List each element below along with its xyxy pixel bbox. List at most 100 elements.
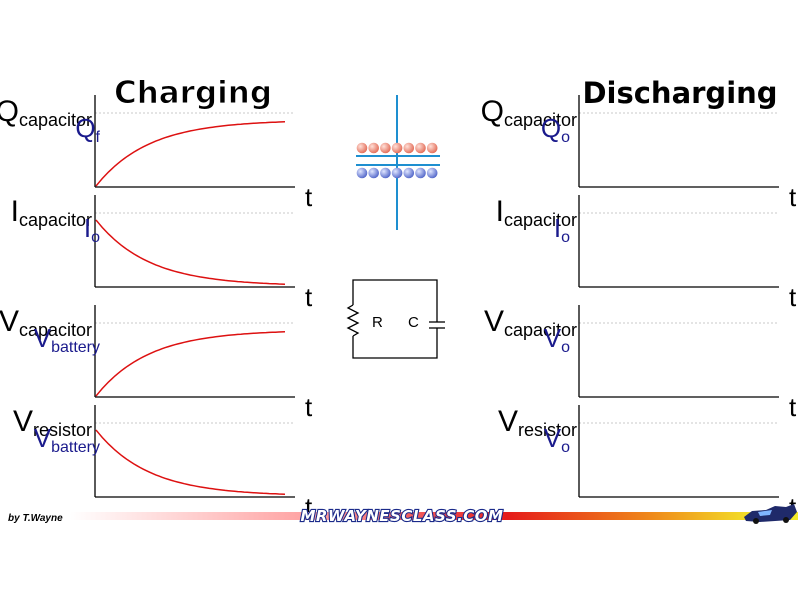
charging-vc-marker-sub: battery [51, 339, 100, 356]
negative-charge [415, 167, 426, 179]
charging-q-marker-main: Q [75, 113, 95, 143]
discharging-q-marker-main: Q [541, 113, 561, 143]
discharging-i-marker: Io [554, 213, 570, 246]
charging-i-ylabel-main: I [11, 195, 19, 228]
charging-title: Charging [114, 75, 272, 111]
negative-charge [356, 167, 368, 179]
discharging-vr-ylabel: Vresistor [498, 405, 577, 440]
charging-vr-ylabel-sub: resistor [33, 420, 92, 440]
charging-i-ylabel: Icapacitor [11, 195, 92, 230]
charging-vr-curve [95, 429, 286, 495]
charging-i-t-label: t [305, 282, 313, 312]
negative-charge [391, 167, 403, 179]
discharging-i-ylabel-sub: capacitor [504, 210, 577, 230]
discharging-q-ylabel: Qcapacitor [481, 95, 577, 130]
author-credit: by T.Wayne [8, 513, 63, 524]
discharging-i-ylabel: Icapacitor [496, 195, 577, 230]
discharging-vc-marker-sub: o [561, 339, 570, 356]
charging-i-curve [95, 219, 286, 285]
charging-vr-ylabel-main: V [13, 405, 33, 438]
negative-charge [403, 167, 415, 179]
charging-q-ylabel-sub: capacitor [19, 110, 92, 130]
discharging-vr-ylabel-sub: resistor [518, 420, 577, 440]
discharging-vr-marker-main: V [544, 423, 562, 453]
positive-charge [380, 142, 391, 154]
charging-q-t-label: t [305, 182, 313, 212]
charging-vc-curve [95, 331, 286, 397]
discharging-q-marker-sub: o [561, 129, 570, 146]
charging-vc-marker-main: V [34, 323, 52, 353]
charging-vr-marker: Vbattery [34, 423, 100, 456]
discharging-graphs: tQcapacitorQotIcapacitorIotVcapacitorVot… [481, 95, 797, 522]
discharging-i-marker-sub: o [561, 229, 570, 246]
resistor-symbol [346, 304, 360, 337]
circuit-bottom-wire [352, 328, 438, 359]
discharging-q-ylabel-main: Q [481, 95, 504, 128]
discharging-i-t-label: t [789, 282, 797, 312]
discharging-vc-ylabel: Vcapacitor [484, 305, 577, 340]
positive-charge [415, 142, 426, 154]
charging-vr-marker-sub: battery [51, 439, 100, 456]
positive-charges [356, 142, 438, 154]
discharging-i-ylabel-main: I [496, 195, 504, 228]
negative-charge [380, 167, 391, 179]
discharging-vc-marker: Vo [544, 323, 570, 356]
charging-q-marker: Qf [75, 113, 100, 146]
discharging-vc-ylabel-main: V [484, 305, 504, 338]
resistor-label: R [372, 314, 383, 331]
capacitor-label: C [408, 314, 419, 331]
positive-charge [426, 142, 438, 154]
discharging-title: Discharging [582, 76, 777, 110]
discharging-q-marker: Qo [541, 113, 570, 146]
charging-i-marker-sub: o [91, 229, 100, 246]
charging-q-ylabel: Qcapacitor [0, 95, 92, 130]
positive-charge [356, 142, 368, 154]
charging-q-curve [95, 121, 286, 187]
positive-charge [368, 142, 380, 154]
negative-charge [368, 167, 380, 179]
positive-charge [391, 142, 403, 154]
race-car-icon [744, 504, 797, 524]
footer-gradient-bar [70, 512, 798, 520]
site-name: MRWAYNESCLASS.COM [301, 507, 504, 525]
charging-vr-marker-main: V [34, 423, 52, 453]
circuit-top-wire [352, 279, 438, 322]
charging-vc-ylabel: Vcapacitor [0, 305, 92, 340]
discharging-q-t-label: t [789, 182, 797, 212]
charging-i-marker: Io [84, 213, 100, 246]
charging-i-marker-main: I [84, 213, 91, 243]
discharging-graph-vr: tVresistorVo [498, 405, 797, 522]
charging-vr-t-label: t [305, 492, 313, 522]
discharging-q-ylabel-sub: capacitor [504, 110, 577, 130]
negative-charges [356, 167, 438, 179]
charging-q-ylabel-main: Q [0, 95, 19, 128]
rc-circuit [346, 279, 445, 359]
discharging-vc-marker-main: V [544, 323, 562, 353]
charging-vc-ylabel-sub: capacitor [19, 320, 92, 340]
positive-charge [403, 142, 415, 154]
discharging-vr-marker-sub: o [561, 439, 570, 456]
charging-vc-t-label: t [305, 392, 313, 422]
capacitor-illustration [356, 95, 440, 230]
charging-vc-ylabel-main: V [0, 305, 19, 338]
discharging-vc-t-label: t [789, 392, 797, 422]
discharging-vc-ylabel-sub: capacitor [504, 320, 577, 340]
discharging-vr-ylabel-main: V [498, 405, 518, 438]
charging-graphs: tQcapacitorQftIcapacitorIotVcapacitorVba… [0, 95, 313, 522]
charging-vc-marker: Vbattery [34, 323, 100, 356]
discharging-vr-marker: Vo [544, 423, 570, 456]
charging-q-marker-sub: f [96, 129, 101, 146]
discharging-i-marker-main: I [554, 213, 561, 243]
negative-charge [426, 167, 438, 179]
charging-vr-ylabel: Vresistor [13, 405, 92, 440]
charging-i-ylabel-sub: capacitor [19, 210, 92, 230]
